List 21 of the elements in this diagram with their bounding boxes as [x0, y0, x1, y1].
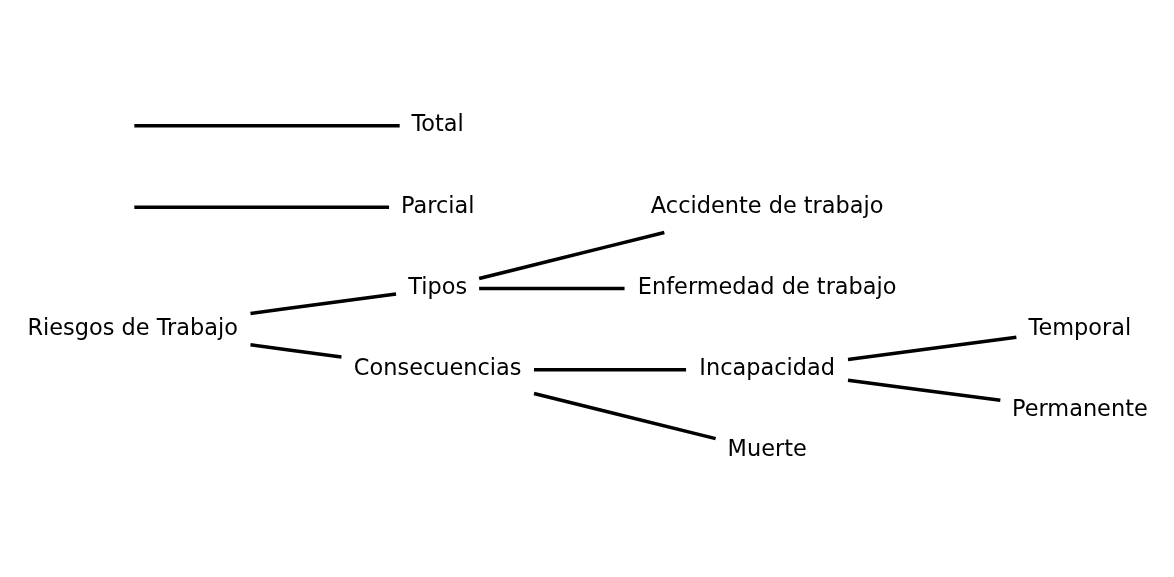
connector	[479, 286, 625, 291]
connector	[847, 378, 1001, 402]
node-text: Permanente	[1012, 394, 1148, 421]
connector	[534, 368, 687, 372]
connector	[134, 124, 400, 128]
node-text: Parcial	[400, 191, 475, 218]
node-text: Temporal	[1028, 313, 1132, 340]
connector	[533, 391, 717, 441]
node-text: Consecuencias	[353, 354, 522, 381]
connector	[478, 230, 665, 281]
node-text: Accidente de trabajo	[650, 191, 884, 218]
node-text: Muerte	[727, 435, 807, 462]
connector	[250, 292, 397, 316]
node-text: Riesgos de Trabajo	[27, 313, 238, 340]
connector	[134, 205, 390, 209]
connector	[847, 335, 1017, 362]
node-text: Enfermedad de trabajo	[637, 272, 897, 299]
connector	[250, 343, 342, 359]
node-text: Total	[411, 110, 464, 137]
node-text: Incapacidad	[699, 354, 835, 381]
node-text: Tipos	[408, 272, 468, 299]
